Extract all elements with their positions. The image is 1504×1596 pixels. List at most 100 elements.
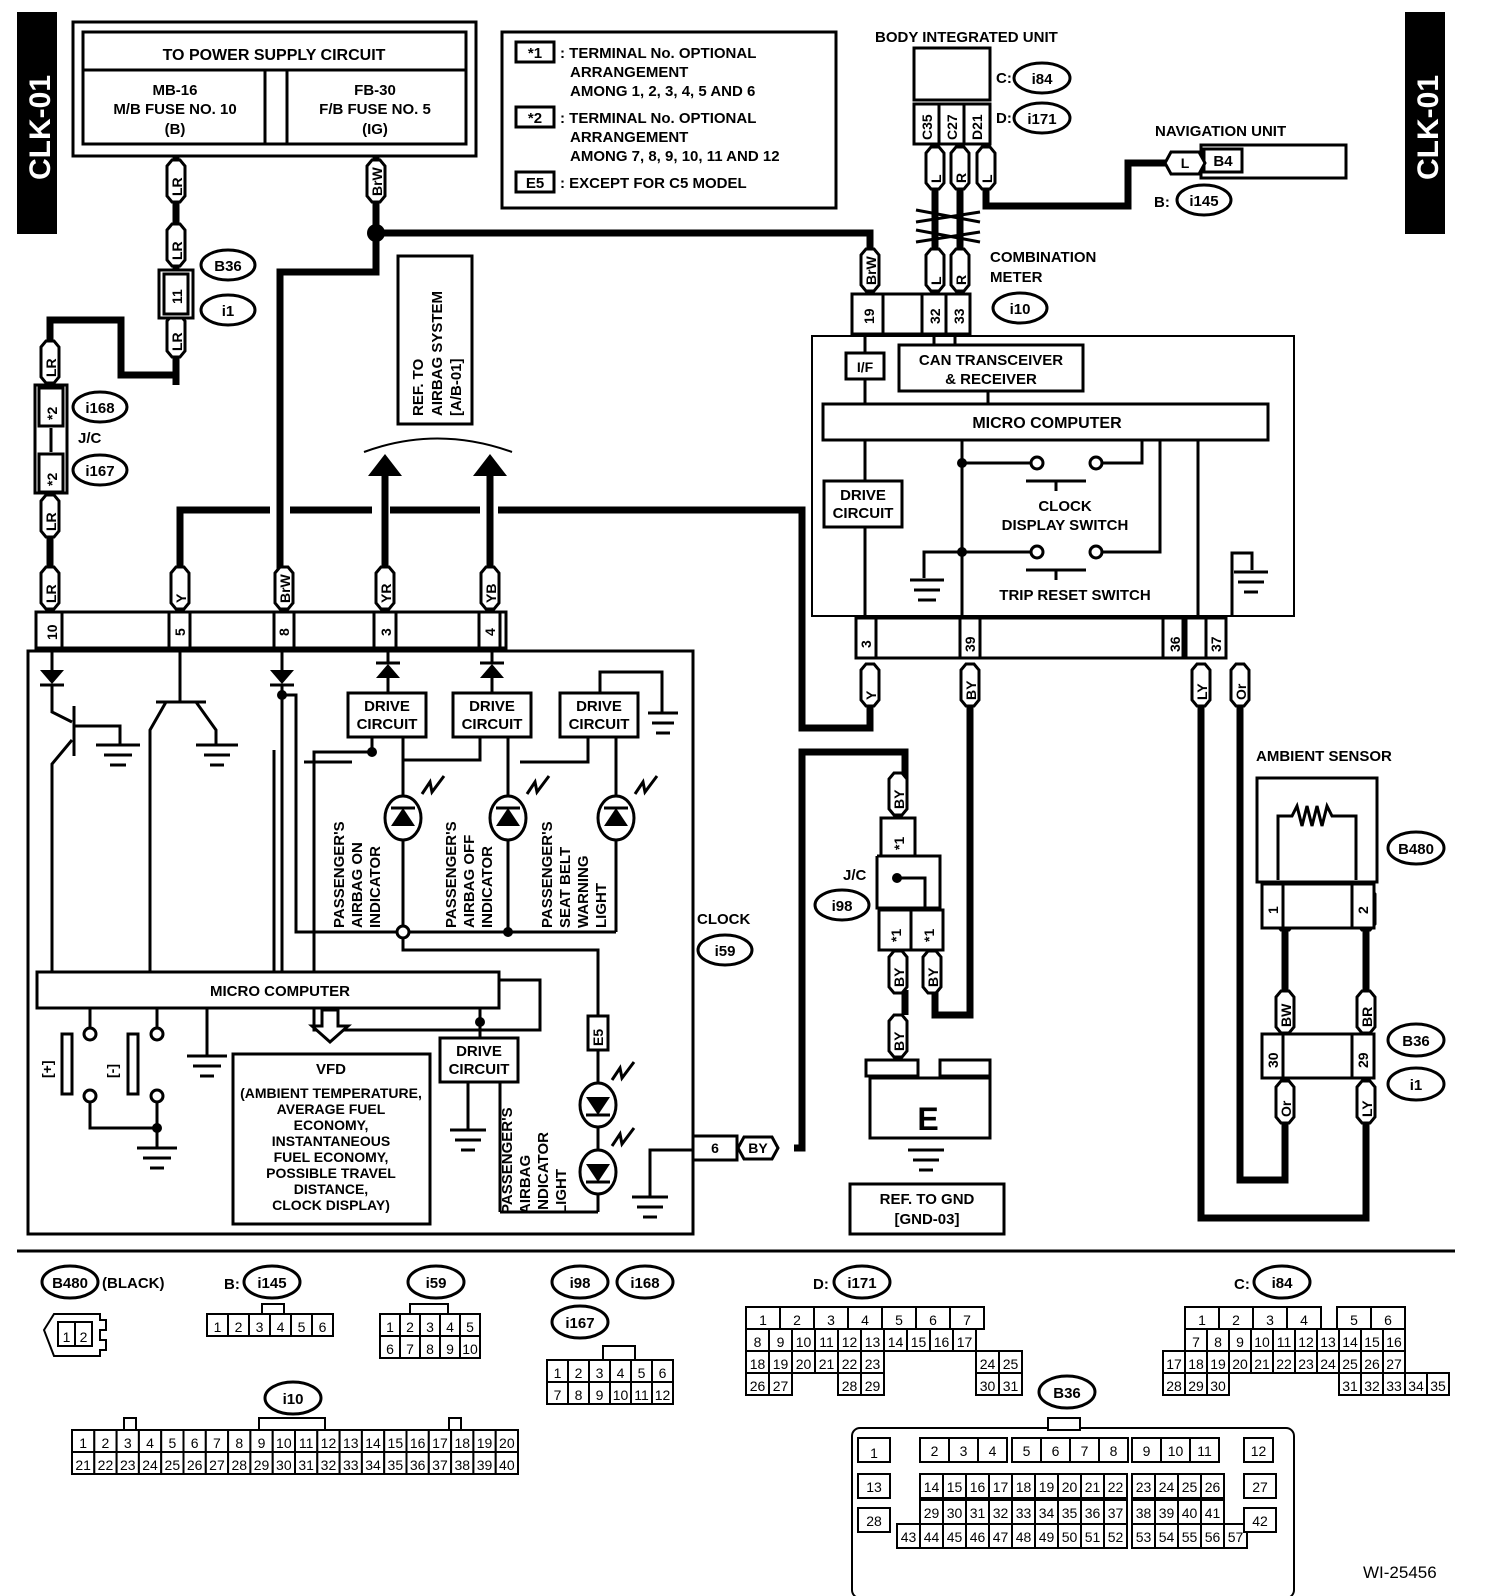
pin-cell: 28 (227, 1451, 252, 1475)
indicator-2-line3: INDICATOR (479, 846, 496, 928)
indicator-3-line2: SEAT BELT (557, 847, 574, 928)
ambient-sensor: AMBIENT SENSOR 1 2 B480 30 29 B36 i1 (1255, 748, 1446, 1102)
pin-number: 28 (842, 1378, 858, 1394)
pin-number: 28 (1166, 1378, 1182, 1394)
pin-cell: 52 (1103, 1523, 1128, 1549)
pin-cell: 5 (160, 1429, 185, 1453)
pin-number: 9 (1236, 1334, 1244, 1350)
pin-number: 34 (365, 1457, 381, 1473)
pin-cell: 10 (459, 1335, 481, 1359)
pin-cell: 29 (249, 1451, 274, 1475)
joint-connector-left: *2 *2 i168 J/C i167 (33, 383, 129, 495)
wire-label-text: L (979, 174, 995, 183)
power-left-line2: M/B FUSE NO. 10 (113, 101, 236, 118)
pin-number: 14 (924, 1479, 940, 1495)
pin-number: 20 (1062, 1479, 1078, 1495)
pin-number: 27 (1386, 1356, 1402, 1372)
pin-cell: 7 (204, 1429, 230, 1453)
wire-label-lr-jc-top: LR (39, 339, 61, 385)
meter-can-line2: & RECEIVER (945, 371, 1037, 388)
pin-number: 5 (1023, 1443, 1031, 1459)
pin-number: 11 (299, 1435, 314, 1451)
conn-i10-id: i10 (263, 1380, 323, 1416)
airbag-light-line3: INDICATOR (535, 1132, 552, 1214)
pin-number: 15 (911, 1334, 927, 1350)
pin-number: 6 (386, 1341, 394, 1357)
meter-if-label: I/F (857, 359, 874, 375)
meter-clock-switch-line2: DISPLAY SWITCH (1002, 517, 1129, 534)
wire-label-text: LY (1194, 683, 1210, 700)
clock-internal-wiring (40, 651, 693, 1219)
pin-cell: 51 (1080, 1523, 1105, 1549)
ambient-inline-pin-29: 29 (1355, 1052, 1371, 1068)
pin-cell: 13 (1316, 1328, 1340, 1352)
pin-number: 3 (827, 1312, 835, 1328)
pin-cell: 33 (1011, 1499, 1036, 1525)
wire-label-text: R (953, 173, 969, 183)
pin-cell: 53 (1131, 1523, 1156, 1549)
pin-number: 17 (993, 1479, 1009, 1495)
pin-cell: 32 (988, 1499, 1013, 1525)
pin-cell: 40 (1177, 1499, 1202, 1525)
pin-number: 3 (426, 1319, 434, 1335)
pin-cell: 31 (965, 1499, 990, 1525)
connector-id: i59 (426, 1275, 447, 1292)
pin-cell: 8 (419, 1335, 441, 1359)
pin-cell: 3 (115, 1429, 140, 1453)
nav-conn-id: i145 (1189, 193, 1218, 210)
pin-cell: 35 (383, 1451, 408, 1475)
ground-ref-line1: REF. TO GND (880, 1191, 975, 1208)
power-supply-title: TO POWER SUPPLY CIRCUIT (163, 47, 386, 64)
pin-cell: 18 (1011, 1473, 1036, 1499)
meter-can-line1: CAN TRANSCEIVER (919, 352, 1063, 369)
jc-right-key-right: *1 (921, 929, 937, 942)
pin-cell: 49 (1034, 1523, 1059, 1549)
pin-number: 12 (321, 1435, 337, 1451)
pin-number: 26 (187, 1457, 203, 1473)
pin-number: 3 (596, 1365, 604, 1381)
pin-cell: 9 (249, 1429, 274, 1453)
pin-cell: 5 (1336, 1306, 1372, 1330)
clock-pin-4: 4 (482, 628, 498, 636)
pin-number: 5 (638, 1365, 646, 1381)
pin-cell: 10 (1250, 1328, 1274, 1352)
pin-cell: 30 (1206, 1372, 1230, 1396)
pin-number: 28 (231, 1457, 247, 1473)
wire-label-jc-right-left: BY (887, 949, 909, 995)
pin-number: 45 (947, 1529, 963, 1545)
pin-cell: 25 (160, 1451, 185, 1475)
connector-id: i167 (565, 1315, 594, 1332)
connector-id: B36 (1053, 1385, 1081, 1402)
pin-cell: 22 (1103, 1473, 1128, 1499)
clock-drive-3-line2: CIRCUIT (569, 716, 630, 733)
pin-number: 13 (866, 1479, 882, 1495)
pin-number: 16 (1386, 1334, 1402, 1350)
airbag-light-line1: PASSENGER'S (499, 1107, 516, 1214)
pin-number: 13 (343, 1435, 359, 1451)
pin-number: 18 (1016, 1479, 1032, 1495)
pin-cell: 27 (768, 1372, 793, 1396)
conn-b480-id: B480 (40, 1264, 100, 1300)
meter-micro-label: MICRO COMPUTER (972, 415, 1122, 432)
ambient-inline-pin-30: 30 (1265, 1052, 1281, 1068)
pin-number: 28 (866, 1513, 882, 1529)
pin-cell: 9 (1131, 1437, 1162, 1463)
pin-number: 1 (870, 1445, 878, 1461)
legend-1-line3: AMONG 1, 2, 3, 4, 5 AND 6 (570, 83, 755, 100)
pin-number: 2 (793, 1312, 801, 1328)
pin-cell: 20 (1228, 1350, 1252, 1374)
wire-label-text: Y (173, 593, 189, 603)
pin-cell: 4 (439, 1313, 461, 1337)
pin-cell: 11 (814, 1328, 839, 1352)
pin-cell: 14 (883, 1328, 908, 1352)
wire-label-ambient-or: Or (1274, 1079, 1296, 1125)
clock-pin-8: 8 (276, 628, 292, 636)
pin-number: 9 (1143, 1443, 1151, 1459)
pin-cell: 8 (567, 1381, 590, 1405)
pin-cell: 18 (1184, 1350, 1208, 1374)
pin-number: 2 (575, 1365, 583, 1381)
jc-right-key-left: *1 (888, 929, 904, 942)
pin-number: 29 (924, 1505, 940, 1521)
pin-cell: 21 (814, 1350, 839, 1374)
pin-number: 24 (1159, 1479, 1175, 1495)
